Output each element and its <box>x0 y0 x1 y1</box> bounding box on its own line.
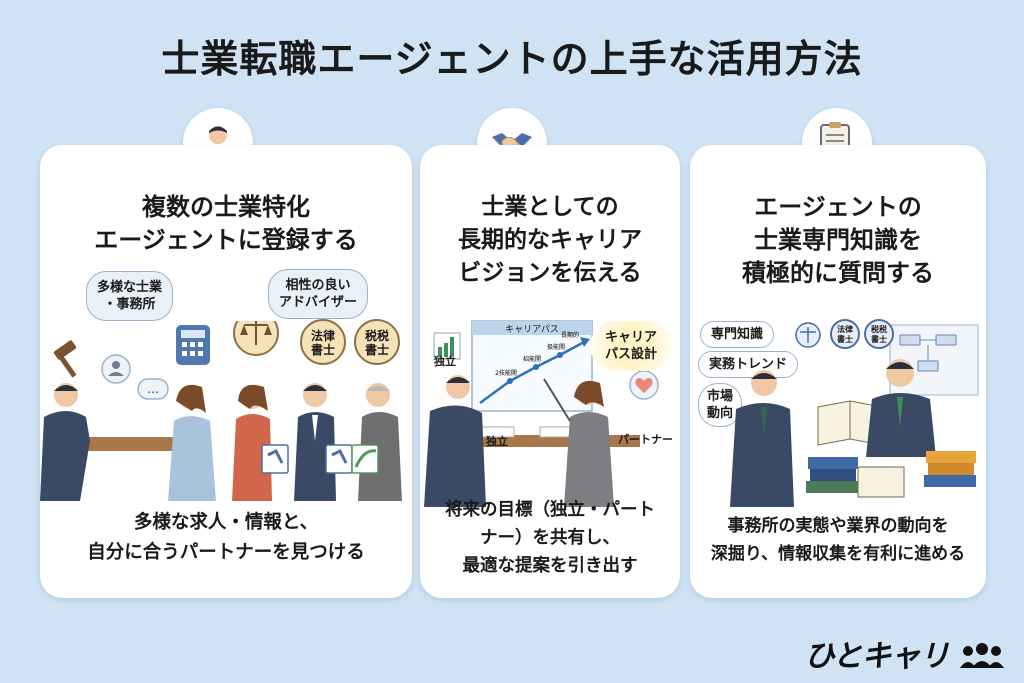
gavel-icon <box>53 340 77 378</box>
badge-text: 書士 <box>837 335 853 344</box>
badge-text: 法律 <box>837 325 853 334</box>
bubble-text: 相性の良い <box>285 278 351 293</box>
heading-line: エージェントの <box>754 193 922 221</box>
bubble-text: 実務トレンド <box>709 357 788 372</box>
badge-text: 書士 <box>364 343 389 357</box>
heading-line: 複数の士業特化 <box>142 193 310 221</box>
caption-line: 多様な求人・情報と、 <box>133 512 319 533</box>
career-path-board <box>471 320 593 412</box>
badge-text: 税税 <box>364 329 389 343</box>
speech-bubble: 実務トレンド <box>698 351 799 378</box>
label-independent: 独立 <box>434 355 456 368</box>
calculator-icon <box>176 325 210 365</box>
bubble-text: アドバイザー <box>279 295 358 310</box>
growth-chart-icon <box>433 332 461 360</box>
page-title: 士業転職エージェントの上手な活用方法 <box>161 37 863 81</box>
callout-text: パス設計 <box>604 347 657 362</box>
heading-line: エージェントに登録する <box>94 226 358 254</box>
caption-line: 将来の目標（独立・パート <box>445 500 655 520</box>
card-caption: 多様な求人・情報と、 自分に合うパートナーを見つける <box>40 508 412 568</box>
card-career-vision: 士業としての 長期的なキャリア ビジョンを伝える キャリアパス 2技能開 招能開… <box>420 145 680 598</box>
speech-bubble: 多様な士業 ・事務所 <box>86 271 174 321</box>
caption-line: 深掘り、情報収集を有利に進める <box>710 544 966 564</box>
card-heading: エージェントの 士業専門知識を 積極的に質問する <box>690 191 986 290</box>
card-heading: 複数の士業特化 エージェントに登録する <box>40 191 412 257</box>
ellipsis-bubble <box>137 378 169 400</box>
bubble-text: 市場 <box>707 389 734 404</box>
speech-bubble: 相性の良い アドバイザー <box>268 269 369 319</box>
chart-title: キャリアパス <box>505 324 559 335</box>
callout-text: キャリア <box>604 330 657 345</box>
heading-line: 士業としての <box>481 194 619 220</box>
caption-line: ナー）を共有し、 <box>480 528 620 548</box>
caption-line: 自分に合うパートナーを見つける <box>87 542 365 563</box>
bubble-text: ・事務所 <box>103 297 156 312</box>
heading-line: ビジョンを伝える <box>458 260 642 286</box>
card-caption: 事務所の実態や業界の動向を 深掘り、情報収集を有利に進める <box>690 512 986 568</box>
chart-point-label: 2技能開 <box>495 369 517 377</box>
chart-point-label: 長期的 <box>561 331 579 339</box>
bubble-text: 動向 <box>707 406 734 421</box>
bubble-text: 多様な士業 <box>97 280 163 295</box>
badge-legal-scrivener: 法律 書士 <box>830 319 860 349</box>
career-design-callout: キャリア パス設計 <box>590 321 672 371</box>
caption-line: 最適な提案を引き出す <box>462 556 638 576</box>
bubble-text: 専門知識 <box>711 327 764 342</box>
brand-logo-text: ひとキャリ <box>804 639 949 674</box>
caption-line: 事務所の実態や業界の動向を <box>727 516 949 536</box>
interview-illustration: ... <box>40 321 402 501</box>
speech-bubble: 専門知識 <box>700 321 775 348</box>
chart-point-label: 扱能開 <box>547 343 565 351</box>
badge-text: 法律 <box>310 329 335 343</box>
heading-line: 積極的に質問する <box>742 259 934 287</box>
label-independent: 独立 <box>486 435 508 448</box>
card-heading: 士業としての 長期的なキャリア ビジョンを伝える <box>420 191 680 290</box>
card-ask-expertise: エージェントの 士業専門知識を 積極的に質問する 専門知識 実務トレンド 市場 … <box>690 145 986 598</box>
badge-tax-accountant: 税税 書士 <box>354 319 400 365</box>
heading-line: 長期的なキャリア <box>458 227 642 253</box>
ellipsis-text: ... <box>147 382 158 396</box>
label-partner: パートナー <box>618 433 673 446</box>
badge-text: 書士 <box>871 335 887 344</box>
consultation-illustration <box>730 322 979 507</box>
people-icon <box>960 643 1004 668</box>
speech-bubble: 市場 動向 <box>698 383 743 427</box>
card-caption: 将来の目標（独立・パート ナー）を共有し、 最適な提案を引き出す <box>420 496 680 580</box>
career-path-illustration: キャリアパス 2技能開 招能開 扱能開 長期的 <box>424 320 659 507</box>
badge-text: 税税 <box>871 325 887 334</box>
badge-text: 書士 <box>310 343 335 357</box>
heading-line: 士業専門知識を <box>754 226 922 254</box>
card-register-multiple: 複数の士業特化 エージェントに登録する 多様な士業 ・事務所 相性の良い アドバ… <box>40 145 412 598</box>
badge-legal-scrivener: 法律 書士 <box>300 319 346 365</box>
brand-logo: ひとキャリ <box>804 631 1006 675</box>
chart-point-label: 招能開 <box>523 355 541 363</box>
badge-tax-accountant: 税税 書士 <box>864 319 894 349</box>
